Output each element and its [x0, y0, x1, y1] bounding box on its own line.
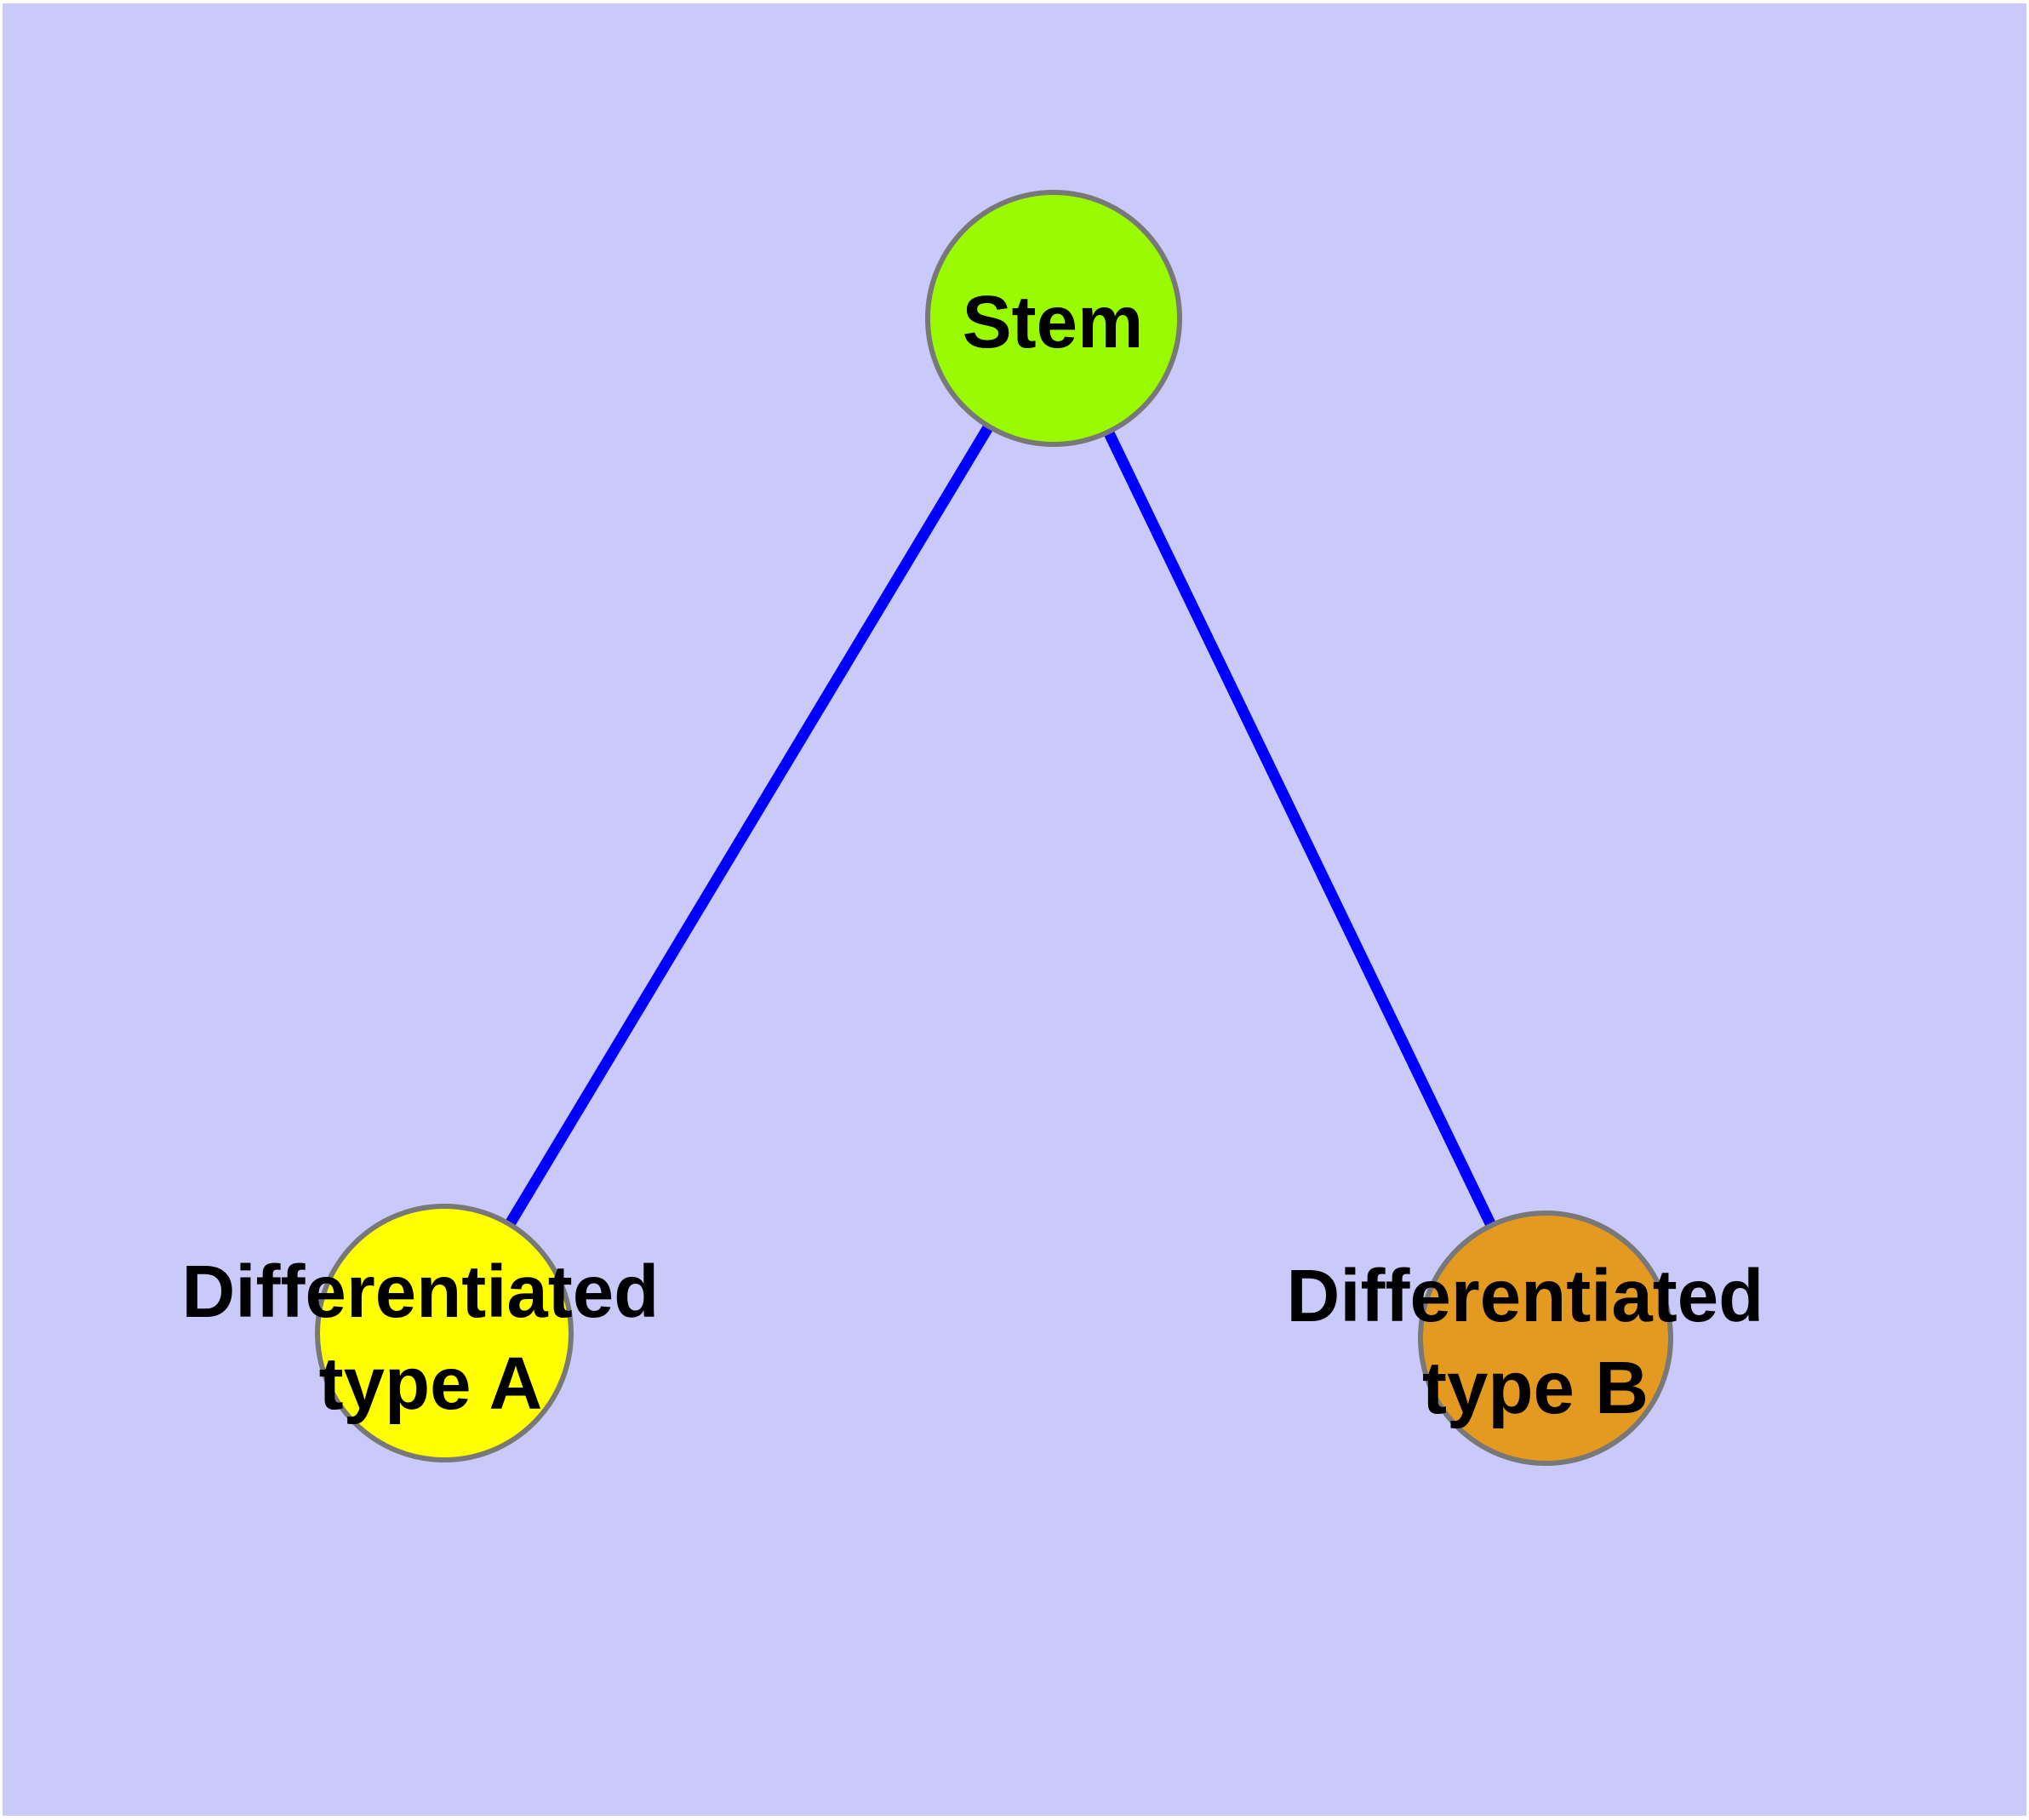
node-type-a-label: Differentiated type A	[182, 1251, 680, 1425]
node-type-b-label-line2: type B	[1422, 1347, 1649, 1429]
node-stem-label: Stem	[963, 281, 1144, 363]
node-type-b-label-line1: Differentiated	[1287, 1255, 1764, 1337]
node-type-a-label-line2: type A	[319, 1342, 543, 1425]
edge-stem-to-type-a	[439, 315, 1059, 1336]
node-type-a	[315, 1204, 574, 1462]
edge-stem-to-type-b	[1049, 316, 1551, 1341]
node-type-b	[1418, 1210, 1673, 1466]
node-stem	[925, 190, 1182, 447]
node-type-a-label-line1: Differentiated	[182, 1251, 660, 1333]
node-type-b-label: Differentiated type B	[1287, 1255, 1785, 1429]
